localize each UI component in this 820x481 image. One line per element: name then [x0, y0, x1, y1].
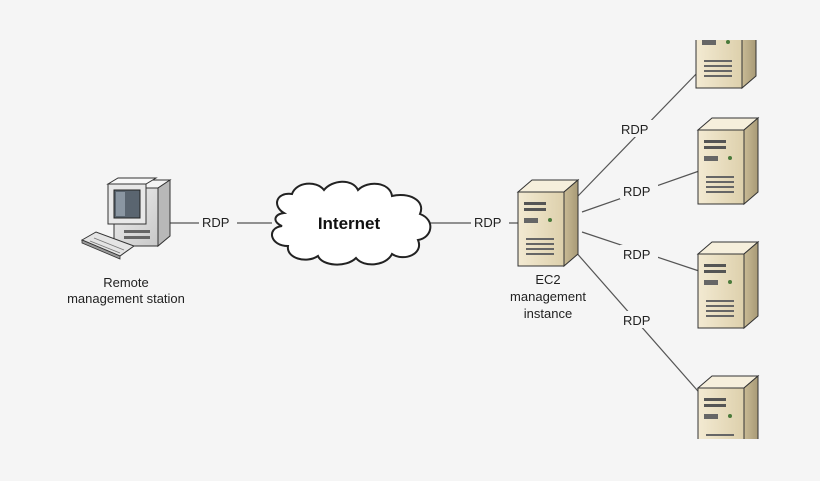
- label-rdp-station-internet: RDP: [202, 215, 229, 230]
- internet-cloud-icon: [271, 180, 432, 266]
- ec2-server-icon: [517, 179, 579, 267]
- label-rdp-ec2-server-1: RDP: [621, 122, 648, 137]
- label-rdp-ec2-server-2: RDP: [623, 184, 650, 199]
- ec2-label-line1: EC2: [535, 272, 560, 287]
- bottom-crop: [0, 439, 820, 481]
- internet-label: Internet: [318, 214, 381, 233]
- label-rdp-internet-ec2: RDP: [474, 215, 501, 230]
- connection-lines: [168, 69, 705, 399]
- remote-station-label-line2: management station: [67, 291, 185, 306]
- ec2-label-line3: instance: [524, 306, 572, 321]
- remote-station-label-line1: Remote: [103, 275, 149, 290]
- top-crop: [0, 0, 820, 40]
- server-2-icon: [697, 117, 759, 205]
- remote-station-icon: [80, 177, 172, 260]
- server-3-icon: [697, 241, 759, 329]
- ec2-label-line2: management: [510, 289, 586, 304]
- label-rdp-ec2-server-3: RDP: [623, 247, 650, 262]
- label-rdp-ec2-server-4: RDP: [623, 313, 650, 328]
- link-labels: RDP RDP RDP RDP RDP RDP: [199, 120, 658, 328]
